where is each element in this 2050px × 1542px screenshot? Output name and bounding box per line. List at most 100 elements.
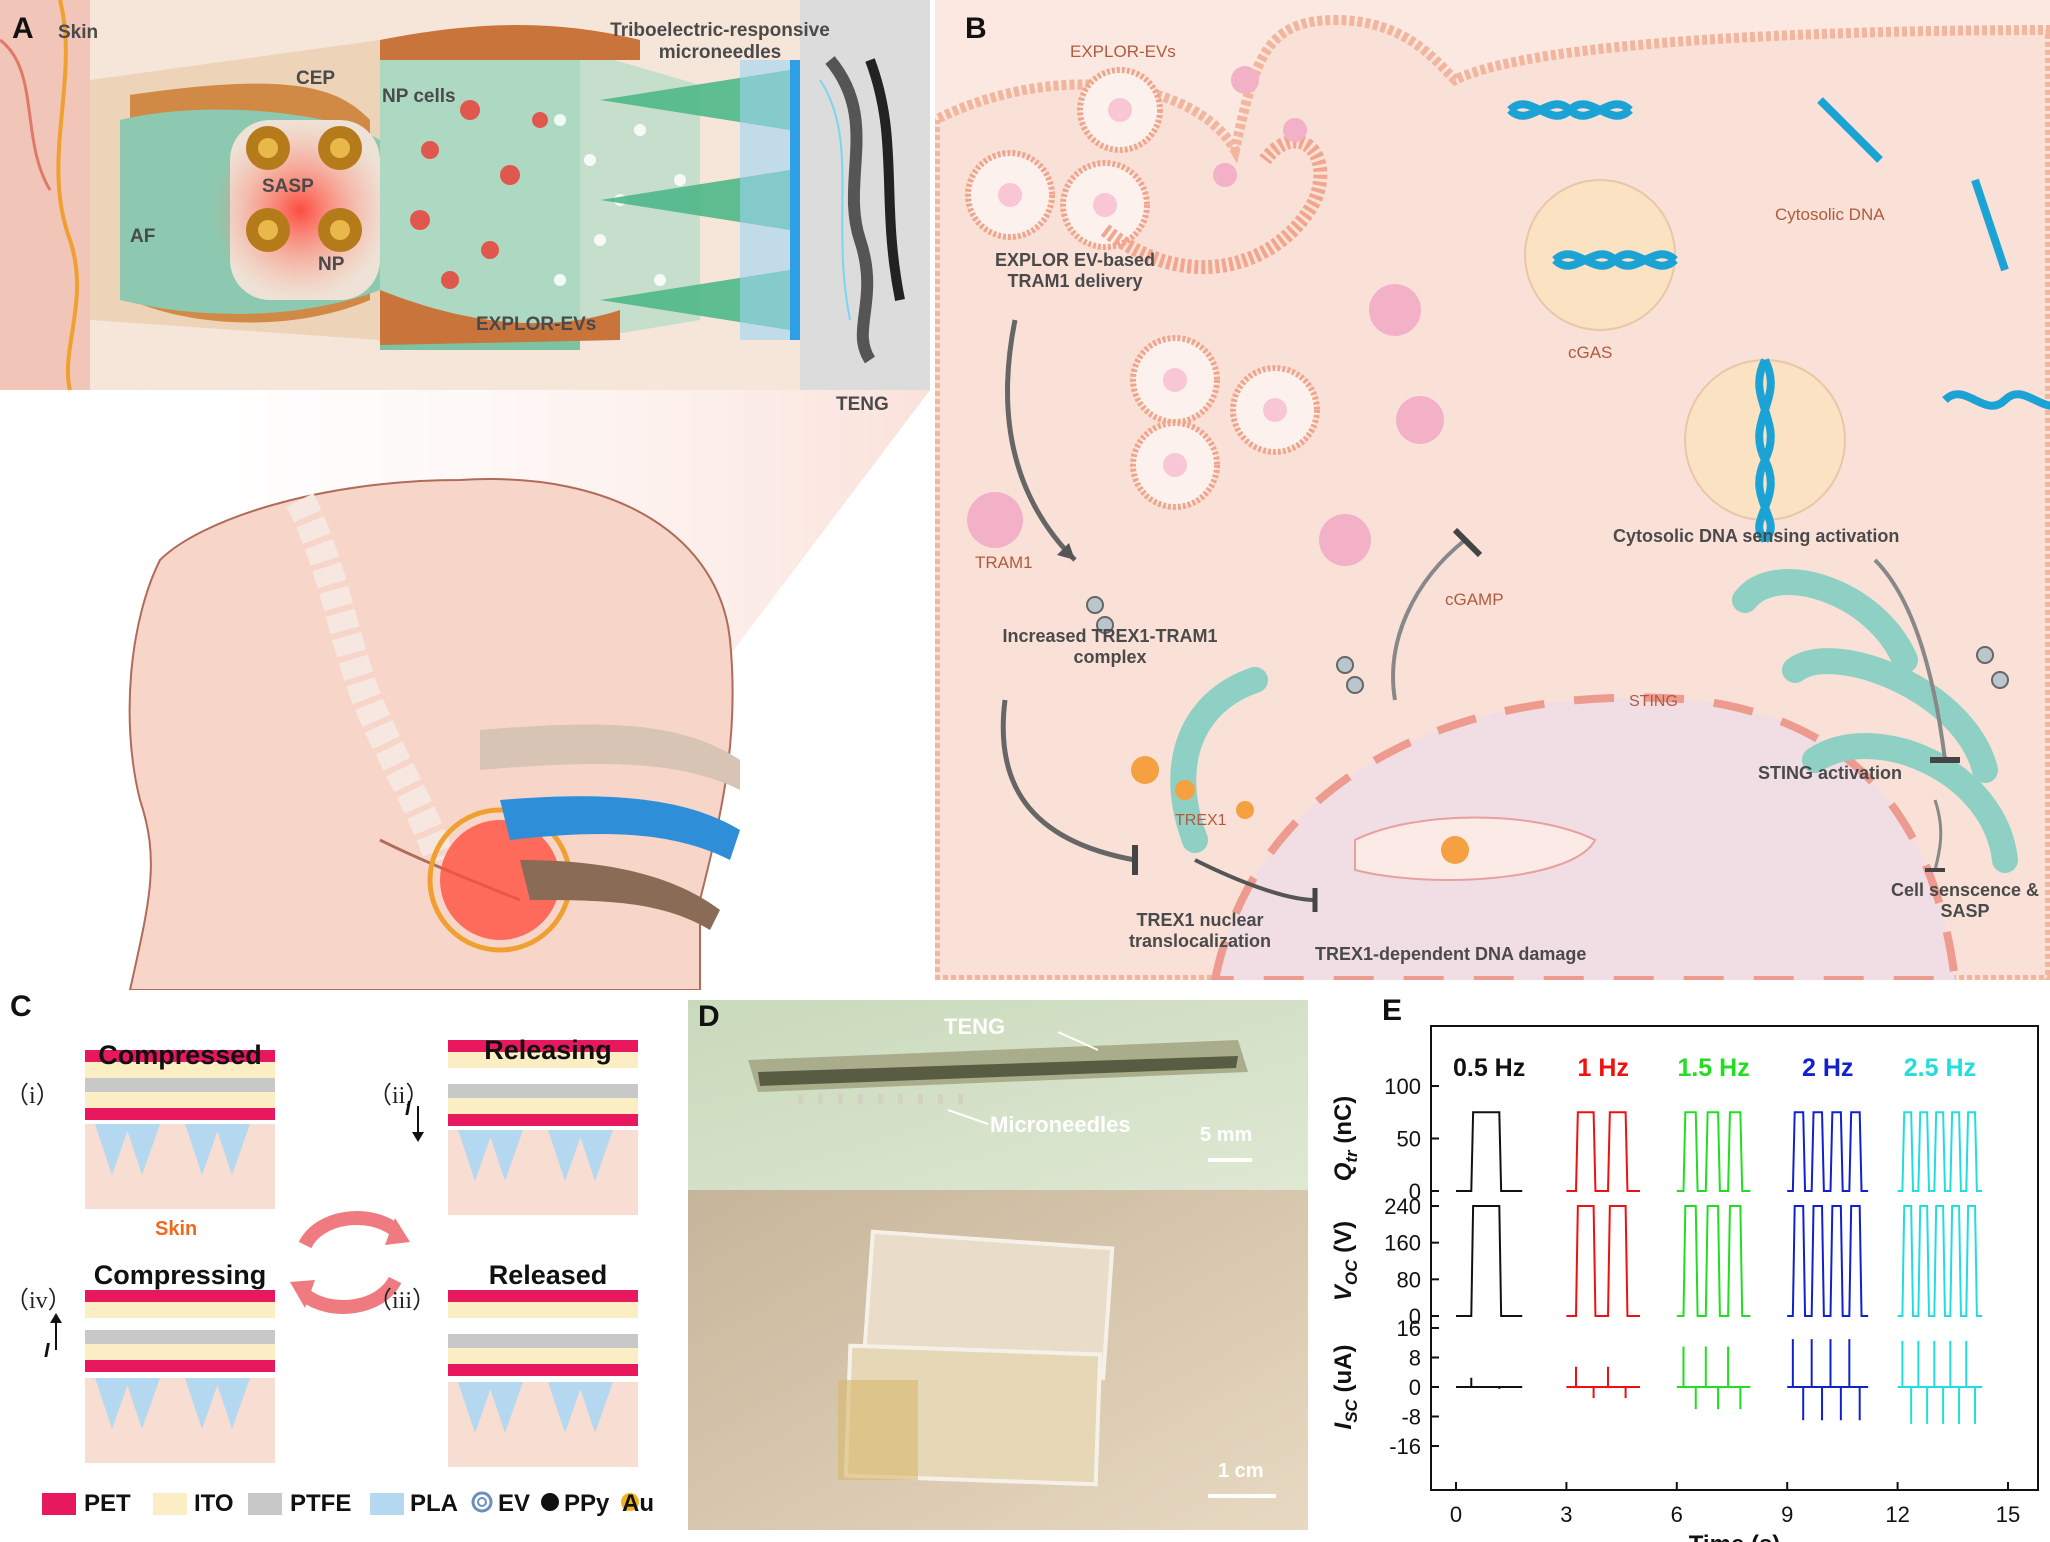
panel-e: E 0.5 Hz 1 Hz 1.5 Hz 2 Hz 2.5 Hz 100 50 0 Qtr (n…: [1320, 990, 2050, 1542]
series-line: [1566, 1205, 1640, 1317]
y-tick-label: -16: [1389, 1434, 1421, 1459]
y-tick-label: 16: [1397, 1316, 1421, 1341]
series-line: [1456, 1205, 1523, 1317]
x-tick-label: 9: [1781, 1502, 1793, 1527]
stage-label-ii: （ii）: [368, 1083, 430, 1109]
label-triboelectric-microneedles: Triboelectric-responsive microneedles: [610, 20, 830, 63]
y-tick-label: 0: [1409, 1304, 1421, 1329]
x-tick-label: 15: [1996, 1502, 2020, 1527]
label-np-cells: NP cells: [382, 86, 456, 107]
plot-frame: [1430, 1025, 2039, 1491]
panel-label-c: C: [10, 990, 32, 1023]
y-tick-label: 0: [1409, 1179, 1421, 1204]
label-cytosolic-dna: Cytosolic DNA: [1775, 205, 1885, 224]
label-nuclear-translocalization: TREX1 nuclear translocalization: [1128, 910, 1272, 951]
stage-label-iv: （iv）: [5, 1288, 72, 1314]
panel-d: D TENG Microneedles 5 mm 1 cm: [688, 1000, 1308, 1530]
panel-b-illustration: [935, 0, 2050, 980]
legend-symbol-au: [621, 1493, 639, 1511]
scale-bar-5mm: 5 mm: [1200, 1124, 1253, 1146]
series-line: [1897, 1111, 1983, 1192]
current-label-iv: I: [44, 1340, 50, 1362]
y-axis-label: ISC (uA): [1330, 1345, 1361, 1430]
y-axis-label: Qtr (nC): [1330, 1096, 1361, 1182]
legend-label-ptfe: PTFE: [290, 1490, 352, 1517]
series-line: [1787, 1339, 1869, 1421]
label-np: NP: [318, 254, 345, 275]
panel-label-d: D: [698, 1000, 720, 1033]
current-label-ii: I: [405, 1098, 411, 1120]
label-increased-complex: Increased TREX1-TRAM1 complex: [1002, 626, 1218, 667]
legend-swatch-ptfe: [248, 1493, 282, 1515]
frequency-label: 0.5 Hz: [1453, 1054, 1525, 1082]
x-axis-label: Time (s): [1689, 1531, 1781, 1542]
label-cell-senescence: Cell senscence & SASP: [1890, 880, 2040, 921]
label-skin-c: Skin: [155, 1218, 198, 1240]
label-skin: Skin: [58, 22, 99, 43]
legend-swatch-pet: [42, 1493, 76, 1515]
legend-label-au: Au: [622, 1490, 654, 1517]
legend-label-pla: PLA: [410, 1490, 458, 1517]
series-line: [1897, 1205, 1983, 1317]
series-line: [1456, 1111, 1523, 1192]
stage-releasing-title: Releasing: [484, 1035, 612, 1065]
legend-label-ppy: PPy: [564, 1490, 610, 1517]
frequency-label: 2.5 Hz: [1904, 1054, 1976, 1082]
chart-e: 0.5 Hz 1 Hz 1.5 Hz 2 Hz 2.5 Hz 100 50 0 Qtr (nC)…: [1330, 1025, 2039, 1542]
label-trex1: TREX1: [1175, 812, 1227, 829]
y-tick-label: 8: [1409, 1346, 1421, 1371]
stage-compressing-title: Compressing: [93, 1260, 267, 1290]
y-tick-label: 160: [1384, 1231, 1421, 1256]
legend-swatch-pla: [370, 1493, 404, 1515]
panel-b: B EXPLOR-EVs EXPLOR EV-based TRAM1 deliv…: [935, 0, 2050, 980]
stage-label-iii: （iii）: [368, 1288, 437, 1314]
series-line: [1787, 1205, 1869, 1317]
x-tick-label: 12: [1885, 1502, 1909, 1527]
y-tick-label: 80: [1397, 1267, 1421, 1292]
y-tick-label: -8: [1401, 1405, 1421, 1430]
panel-a-illustration: [0, 0, 930, 990]
label-explor-evs-a: EXPLOR-EVs: [476, 314, 597, 335]
legend-symbol-ev: [471, 1491, 493, 1513]
x-tick-label: 0: [1450, 1502, 1462, 1527]
label-cgas: cGAS: [1568, 343, 1613, 362]
series-line: [1676, 1205, 1751, 1317]
series-line: [1897, 1340, 1983, 1424]
label-cgamp: cGAMP: [1445, 590, 1504, 609]
panel-c-schematics: [50, 1040, 638, 1467]
series-line: [1676, 1111, 1751, 1192]
legend-swatch-ito: [153, 1493, 187, 1515]
label-explor-evs-b: EXPLOR-EVs: [1070, 42, 1176, 61]
series-line: [1566, 1111, 1640, 1192]
label-tram1: TRAM1: [975, 553, 1033, 572]
legend-label-ito: ITO: [194, 1490, 234, 1517]
photo-label-microneedles: Microneedles: [990, 1112, 1131, 1137]
y-tick-label: 50: [1397, 1127, 1421, 1152]
frequency-label: 1 Hz: [1577, 1054, 1628, 1082]
legend-label-ev: EV: [498, 1490, 531, 1517]
stage-compressed-title: Compressed: [98, 1040, 262, 1070]
x-tick-label: 6: [1671, 1502, 1683, 1527]
label-sasp: SASP: [262, 176, 314, 197]
frequency-label: 1.5 Hz: [1677, 1054, 1749, 1082]
y-tick-label: 0: [1409, 1375, 1421, 1400]
y-axis-label: VOC (V): [1330, 1221, 1361, 1301]
legend-symbol-ppy: [541, 1493, 559, 1511]
label-cep: CEP: [296, 68, 336, 89]
label-af: AF: [130, 226, 156, 247]
x-tick-label: 3: [1560, 1502, 1572, 1527]
y-tick-label: 240: [1384, 1194, 1421, 1219]
frequency-label: 2 Hz: [1802, 1054, 1853, 1082]
label-ev-delivery: EXPLOR EV-based TRAM1 delivery: [994, 250, 1156, 291]
label-sensing-activation: Cytosolic DNA sensing activation: [1613, 526, 1900, 546]
photo-label-teng: TENG: [944, 1014, 1006, 1039]
panel-label-e: E: [1382, 994, 1403, 1027]
panel-d-photos: [688, 1000, 1308, 1530]
stage-released-title: Released: [488, 1260, 608, 1290]
panel-label-a: A: [12, 12, 34, 45]
series-line: [1566, 1366, 1640, 1399]
panel-a: A Skin CEP NP cells Triboelectric-respon…: [0, 0, 930, 990]
panel-c: C Compressed Releasing Compressing Relea…: [0, 990, 670, 1542]
label-sting-activation: STING activation: [1758, 763, 1903, 783]
y-tick-label: 100: [1384, 1074, 1421, 1099]
